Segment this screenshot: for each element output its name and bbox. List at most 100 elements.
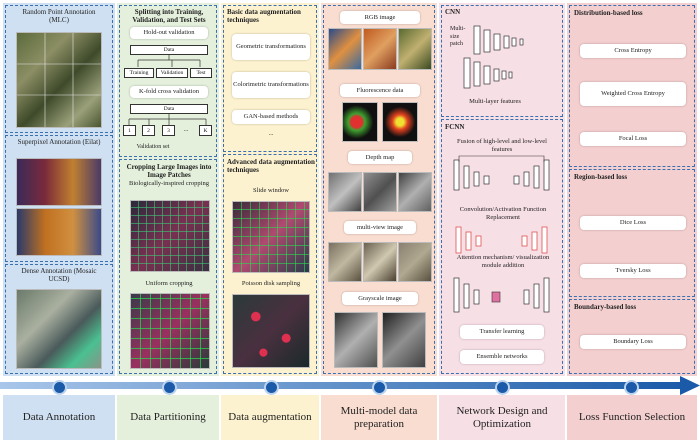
cnn-diagram	[463, 25, 524, 89]
random-point-annotation-panel: Random Point Annotation (MLC)	[5, 5, 113, 133]
poisson-disk-label: Poisson disk sampling	[241, 280, 301, 287]
timeline-dot-3	[264, 380, 279, 395]
grayscale-image-2	[382, 312, 426, 368]
stage-data-annotation: Data Annotation	[3, 395, 115, 440]
distribution-loss-panel: Distribution-based loss Cross Entropy We…	[569, 5, 695, 167]
stage-network-design: Network Design and Optimization	[439, 395, 565, 440]
holdout-arrows	[137, 55, 201, 67]
timeline-dot-1	[52, 380, 67, 395]
superpixel-image-top	[16, 158, 102, 206]
region-loss-title: Region-based loss	[574, 173, 628, 181]
distribution-loss-title: Distribution-based loss	[574, 9, 643, 17]
test-box: Test	[190, 68, 212, 78]
advanced-augmentation-title: Advanced data augmentation techniques	[227, 158, 315, 174]
training-box: Training	[124, 68, 154, 78]
rgb-image-3	[398, 28, 432, 70]
slide-window-label: Slide window	[253, 187, 289, 194]
cross-entropy: Cross Entropy	[580, 44, 686, 58]
kfold-box-1: 1	[123, 125, 136, 136]
basic-augmentation-title: Basic data augmentation techniques	[227, 8, 301, 24]
kfold-box-k: K	[199, 125, 212, 136]
depth-map-label: Depth map	[348, 151, 412, 164]
augmentation-dots: ...	[268, 130, 274, 137]
kfold-data-box: Data	[130, 104, 208, 114]
advanced-augmentation-panel: Advanced data augmentation techniques Sl…	[223, 154, 317, 374]
stage-data-partitioning: Data Partitioning	[117, 395, 219, 440]
cnn-title: CNN	[445, 8, 461, 16]
boundary-loss-panel: Boundary-based loss Boundary Loss	[569, 299, 695, 374]
rgb-image-1	[328, 28, 362, 70]
rgb-image-2	[363, 28, 397, 70]
poisson-disk-image	[232, 294, 310, 368]
grayscale-label: Grayscale image	[342, 292, 418, 305]
validation-box: Validation	[156, 68, 188, 78]
timeline-bar	[0, 382, 682, 389]
depth-image-1	[328, 172, 362, 212]
fluorescence-image-1	[342, 102, 378, 142]
random-point-annotation-label: Random Point Annotation (MLC)	[22, 8, 96, 24]
rgb-image-label: RGB image	[340, 11, 420, 24]
attention-label: Attention mechanism/ visualization modul…	[456, 254, 550, 269]
holdout-validation-label: Hold-out validation	[130, 27, 208, 39]
depth-image-2	[363, 172, 397, 212]
weighted-cross-entropy: Weighted Cross Entropy	[580, 82, 686, 106]
timeline-arrowhead	[680, 376, 700, 395]
cropping-panel: Cropping Large Images into Image Patches…	[119, 159, 217, 374]
fcnn-diagram-1	[453, 155, 550, 191]
kfold-box-3: 3	[162, 125, 175, 136]
dense-annotation-image	[16, 289, 102, 369]
validation-set-label: Validation set	[136, 144, 170, 150]
conv-act-label: Convolution/Activation Function Replacem…	[459, 206, 547, 221]
stage-data-augmentation: Data augmentation	[221, 395, 319, 440]
timeline-dot-5	[495, 380, 510, 395]
basic-augmentation-panel: Basic data augmentation techniques Geome…	[223, 5, 317, 152]
fcnn-panel: FCNN Fusion of high-level and low-level …	[441, 119, 563, 374]
multimodel-panel: RGB image Fluorescence data Depth map mu…	[323, 5, 435, 374]
random-point-image	[16, 32, 102, 128]
tversky-loss: Tversky Loss	[580, 264, 686, 278]
timeline-dot-6	[624, 380, 639, 395]
grayscale-image-1	[334, 312, 378, 368]
bio-crop-image	[130, 200, 210, 272]
kfold-arrows	[128, 114, 207, 125]
stage-loss-function: Loss Function Selection	[567, 395, 697, 440]
cropping-title: Cropping Large Images into Image Patches	[126, 163, 212, 179]
multi-layer-features-label: Multi-layer features	[469, 98, 521, 105]
multiview-image-1	[328, 242, 362, 282]
column-loss-bg	[567, 3, 697, 376]
stage-multimodel: Multi-model data preparation	[321, 395, 437, 440]
superpixel-annotation-panel: Superpixel Annotation (Eilat)	[5, 135, 113, 262]
depth-image-3	[398, 172, 432, 212]
fcnn-diagram-2	[455, 226, 548, 254]
multiview-image-2	[363, 242, 397, 282]
fluorescence-label: Fluorescence data	[340, 84, 420, 97]
ensemble-networks: Ensemble networks	[460, 350, 544, 364]
kfold-validation-label: K-fold cross validation	[130, 86, 208, 98]
dense-annotation-label: Dense Annotation (Mosaic UCSD)	[21, 267, 97, 283]
geometric-transformations: Geometric transformations	[232, 34, 310, 60]
splitting-title: Splitting into Training, Validation, and…	[132, 8, 206, 24]
timeline-dot-2	[162, 380, 177, 395]
uniform-crop-image	[130, 293, 210, 369]
cnn-panel: CNN Multi-size patch Multi-layer feature…	[441, 5, 563, 117]
fusion-features-label: Fusion of high-level and low-level featu…	[457, 138, 547, 153]
multiview-image-3	[398, 242, 432, 282]
splitting-panel: Splitting into Training, Validation, and…	[119, 5, 217, 157]
colorimetric-transformations: Colorimetric transformations	[232, 72, 310, 98]
superpixel-annotation-label: Superpixel Annotation (Eilat)	[17, 138, 101, 146]
region-loss-panel: Region-based loss Dice Loss Tversky Loss	[569, 169, 695, 297]
focal-loss: Focal Loss	[580, 132, 686, 146]
holdout-data-box: Data	[130, 45, 208, 55]
fcnn-title: FCNN	[445, 123, 465, 131]
timeline-dot-4	[372, 380, 387, 395]
multiview-label: multi-view image	[344, 221, 416, 234]
fluorescence-image-2	[382, 102, 418, 142]
kfold-box-2: 2	[142, 125, 155, 136]
slide-window-image	[232, 201, 310, 273]
boundary-loss: Boundary Loss	[580, 335, 686, 349]
dense-annotation-panel: Dense Annotation (Mosaic UCSD)	[5, 264, 113, 374]
multi-size-patch-label: Multi-size patch	[450, 26, 466, 47]
boundary-loss-title: Boundary-based loss	[574, 303, 637, 311]
transfer-learning: Transfer learning	[460, 325, 544, 339]
bio-crop-label: Biologically-inspired cropping	[129, 180, 209, 187]
